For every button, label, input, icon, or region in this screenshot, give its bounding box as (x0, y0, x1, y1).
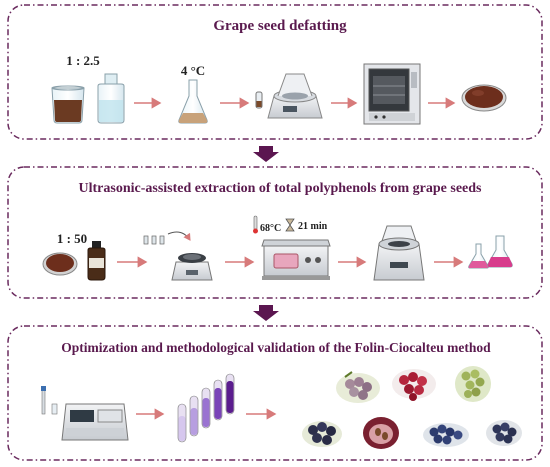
panel-border (7, 166, 543, 299)
spectrophotometer-icon (41, 386, 129, 441)
ultrasonic-bath-icon (261, 239, 331, 280)
panel-extraction: Ultrasonic-assisted extraction of total … (7, 166, 543, 299)
petri-dish-icon (461, 84, 507, 112)
ratio-label: 1 : 50 (57, 231, 87, 246)
reagent-bottle-icon (97, 73, 125, 124)
grape-photo-red (392, 369, 436, 401)
panel-folin-ciocalteu: Optimization and methodological validati… (7, 325, 543, 461)
hourglass-icon (285, 218, 295, 232)
grape-photo-cut (363, 417, 399, 449)
oven-icon (363, 63, 421, 125)
grape-photo-purple (486, 420, 522, 446)
panel-title: Grape seed defatting (213, 18, 347, 34)
panel-defatting: Grape seed defatting 1 : 2.5 4 °C (7, 4, 543, 140)
grape-photo-light-green (455, 366, 491, 402)
standard-tubes-icon (177, 373, 235, 443)
down-arrow (253, 146, 279, 162)
amber-bottle-icon (87, 241, 106, 281)
temperature-label: 68°C (260, 223, 281, 234)
down-arrow (253, 305, 279, 321)
grape-photo-blue-bunch (423, 423, 469, 447)
panel-border (7, 4, 543, 140)
panel-title: Ultrasonic-assisted extraction of total … (79, 181, 483, 196)
ratio-label: 1 : 2.5 (66, 53, 100, 68)
time-label: 21 min (298, 221, 328, 232)
panel-title: Optimization and methodological validati… (61, 340, 491, 355)
temperature-label: 4 °C (181, 63, 205, 78)
colored-flasks-icon (468, 235, 513, 269)
beaker-seed-powder-icon (51, 85, 85, 124)
petri-dish-icon (42, 252, 78, 276)
centrifuge-icon (373, 225, 425, 281)
flask-icon (178, 79, 208, 124)
centrifuge-icon (255, 73, 323, 119)
vortex-mixer-icon (143, 231, 213, 281)
panel-border (7, 325, 543, 461)
grape-photo-green (336, 371, 380, 403)
thermometer-icon (253, 215, 258, 234)
grape-photo-dark (302, 421, 342, 447)
grape-varieties-icon (302, 366, 522, 449)
